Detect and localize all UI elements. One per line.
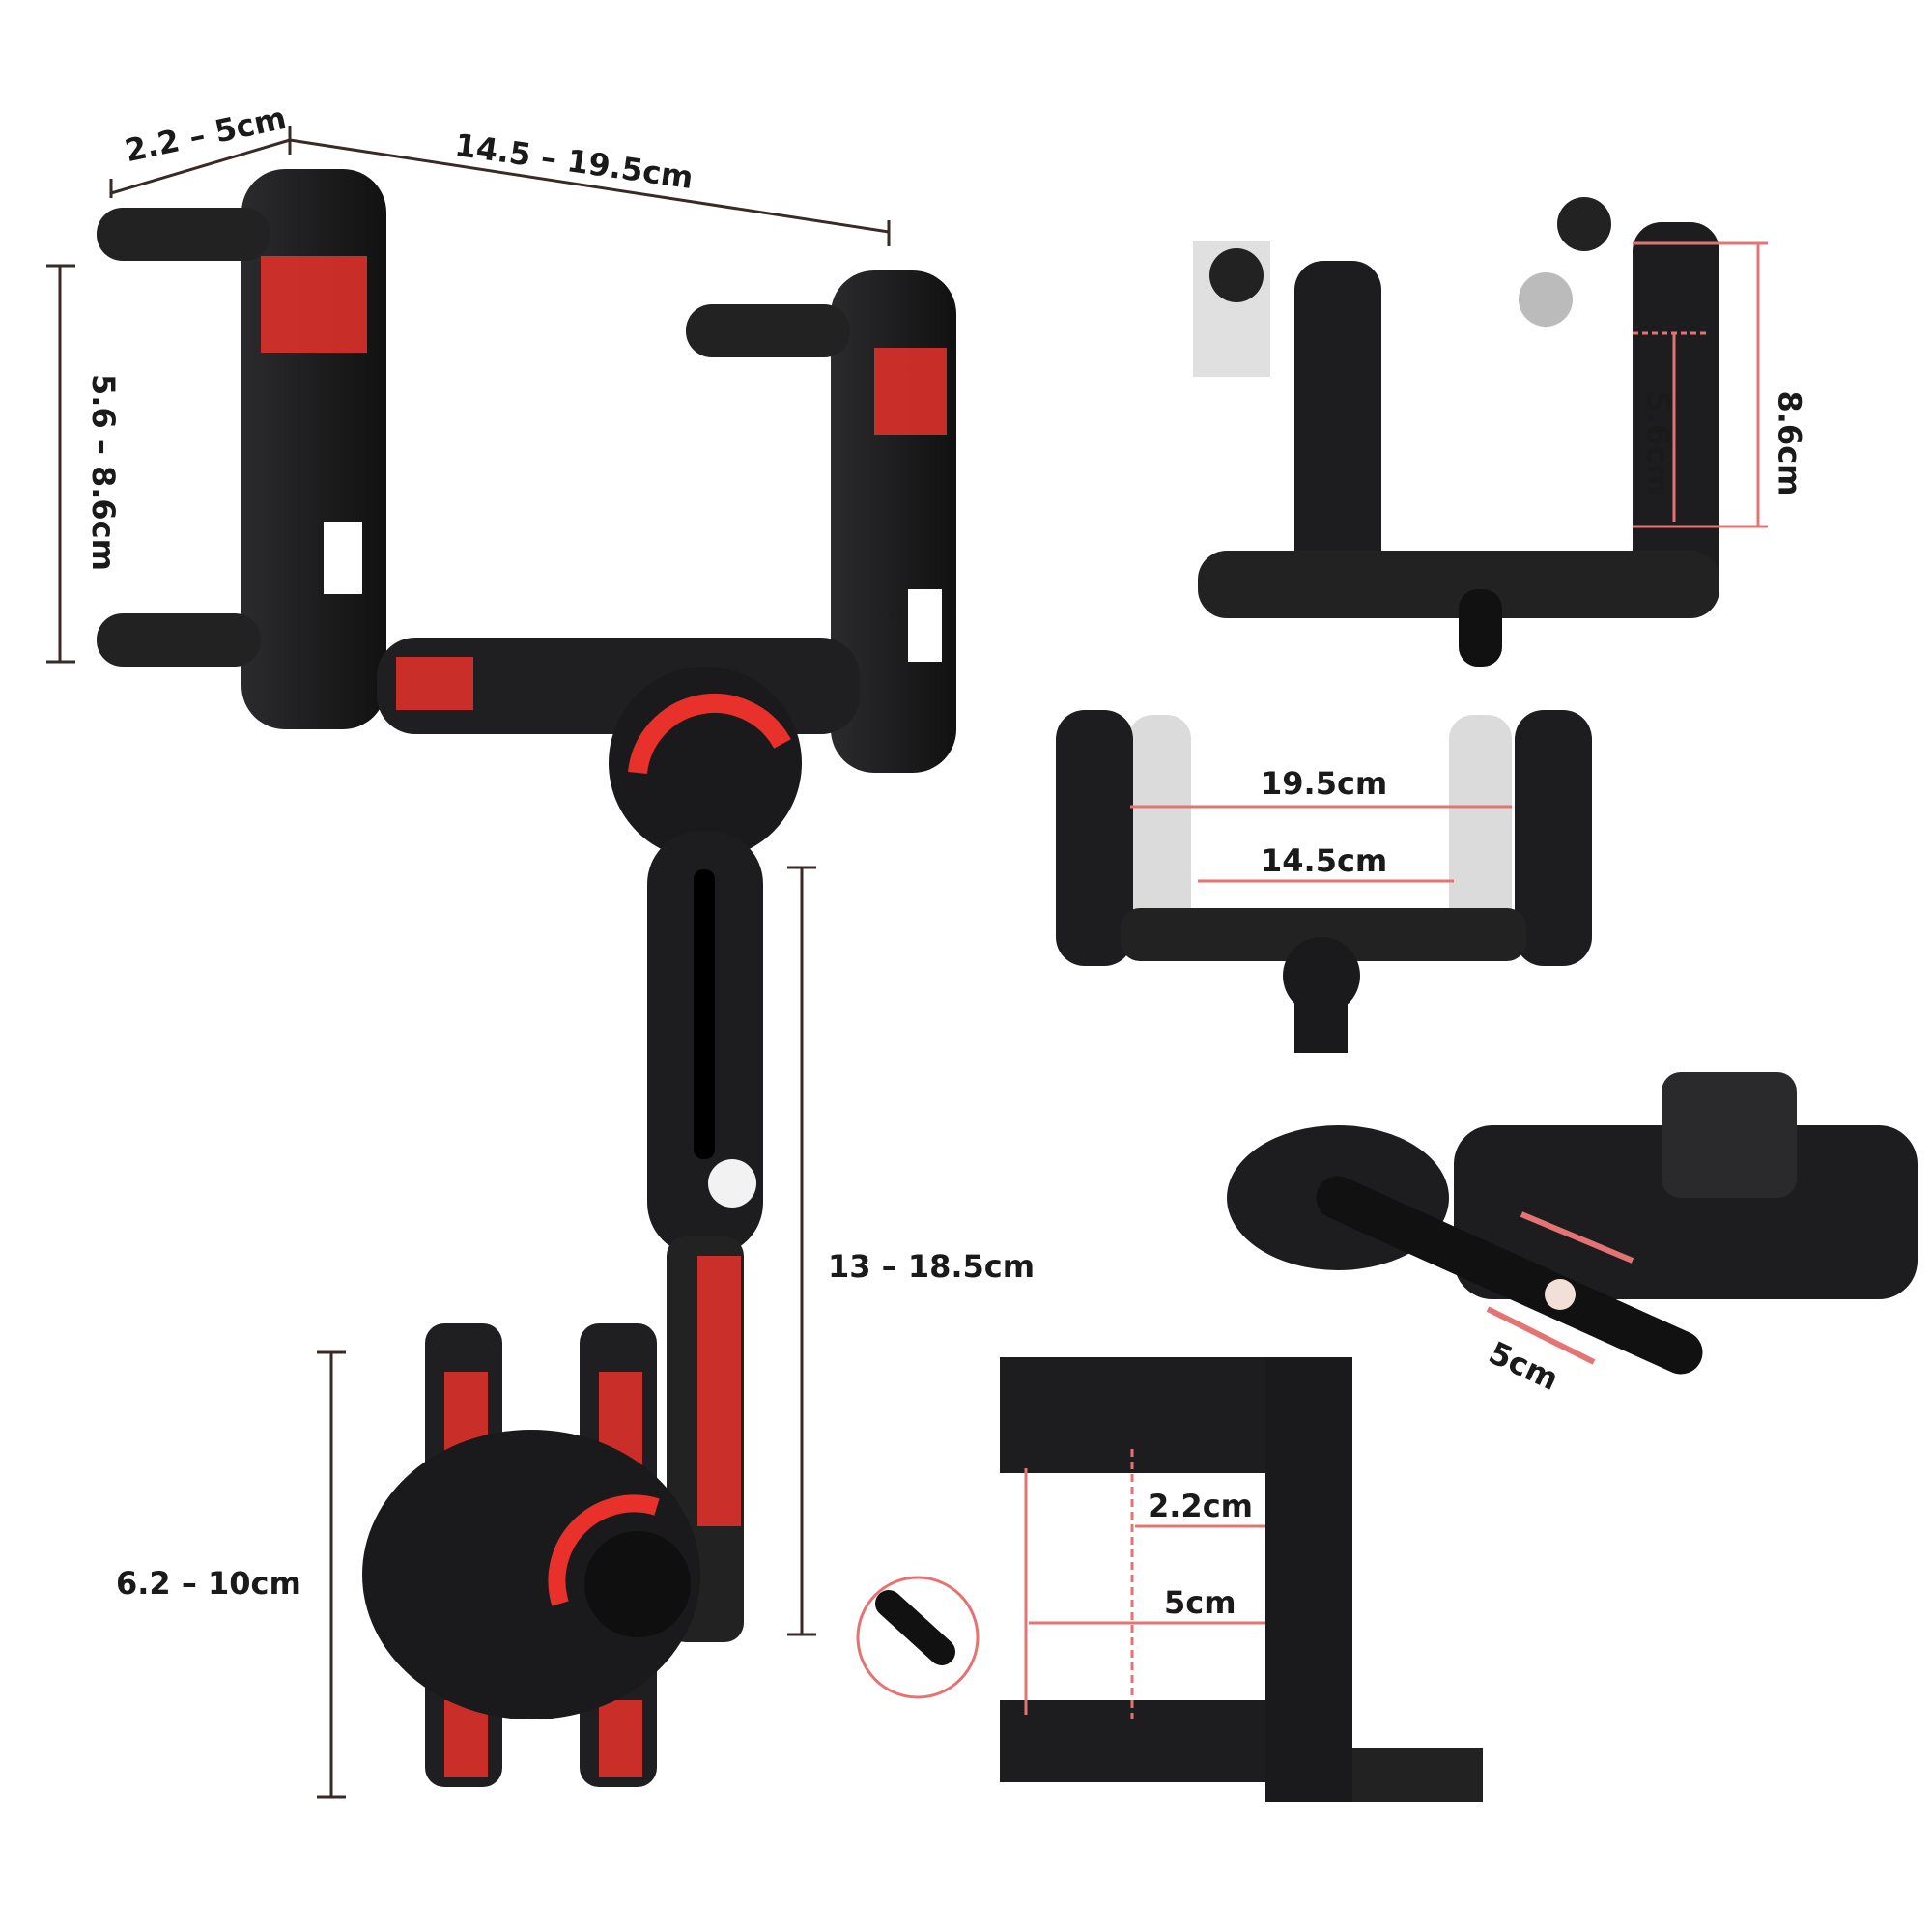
side-view-height [1193,197,1768,667]
label-arm-length: 13 – 18.5cm [828,1248,1036,1285]
label-phone-holder: 6.2 – 10cm [116,1565,301,1602]
mirror-clamp-main [97,169,956,860]
label-clamp-height: 5.6 – 8.6cm [84,374,122,571]
dimension-lines [46,126,891,1799]
label-top-width-min: 14.5cm [1261,842,1388,879]
phone-holder [362,1323,700,1787]
label-side-height-min: 5.6cm [1639,390,1677,497]
extension-arm [647,831,763,1642]
top-view-width [1056,710,1592,1053]
label-depth-max: 5cm [1164,1584,1236,1621]
label-depth-min: 2.2cm [1148,1488,1253,1524]
label-top-width-max: 19.5cm [1261,765,1388,802]
depth-view [856,1357,1483,1802]
label-side-height-max: 8.6cm [1771,390,1808,497]
arm-view [1227,1072,1918,1375]
